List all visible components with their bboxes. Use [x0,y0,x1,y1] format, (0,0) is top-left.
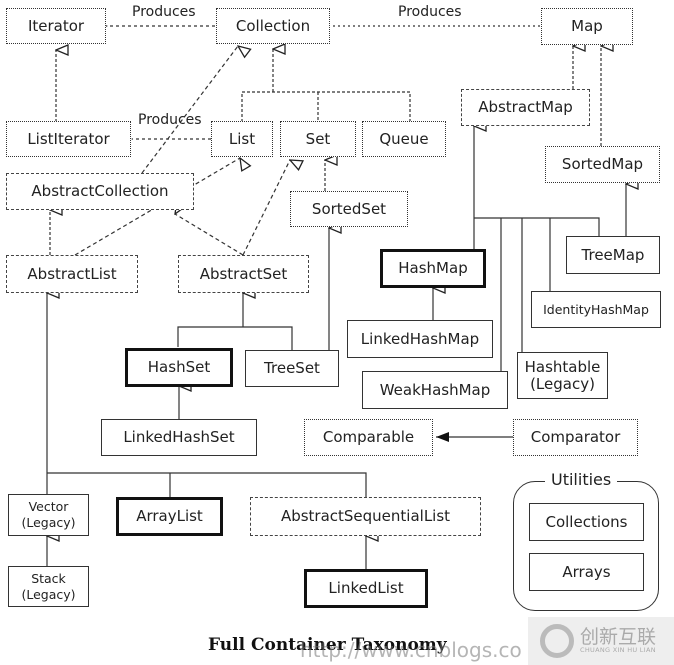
node-label: HashMap [398,259,468,277]
node-label: Queue [379,129,429,148]
node-hash-set[interactable]: HashSet [125,348,233,387]
node-label: AbstractMap [478,98,573,116]
brand-logo-icon [540,624,574,658]
node-label: LinkedHashMap [360,329,480,348]
node-label: WeakHashMap [379,380,491,399]
node-label: AbstractSequentialList [280,507,451,525]
node-label: Collections [545,512,628,531]
node-label: ArrayList [136,507,203,525]
node-iterator[interactable]: Iterator [6,8,106,44]
node-label: Collection [235,16,311,35]
edge-abstractlist-list [74,158,240,256]
node-identity-hash-map[interactable]: IdentityHashMap [531,291,661,328]
node-stack[interactable]: Stack(Legacy) [8,566,89,607]
node-label: AbstractCollection [31,182,169,200]
edge-collection-children-bracket [241,91,411,122]
node-vector[interactable]: Vector(Legacy) [8,494,89,536]
node-list[interactable]: List [211,121,273,157]
node-hash-map[interactable]: HashMap [380,249,486,288]
node-tree-map[interactable]: TreeMap [566,236,660,274]
node-comparable[interactable]: Comparable [304,419,433,456]
node-linked-hash-set[interactable]: LinkedHashSet [101,419,257,456]
edge-abstractlist-children-hbar [47,472,367,497]
node-label: LinkedHashSet [123,428,235,446]
node-hashtable[interactable]: Hashtable(Legacy) [517,352,608,399]
node-label: Arrays [562,562,611,581]
edge-abstractset-children-bracket [177,326,293,350]
node-label: SortedMap [561,155,644,173]
edge-abstractset-abstractcollection [175,214,244,256]
node-label: TreeSet [264,359,320,377]
node-label: ListIterator [27,129,110,148]
node-label: Iterator [27,16,85,35]
node-label: HashSet [147,358,211,376]
edge-abstractmap-children-bracket [474,217,600,236]
node-abstract-collection[interactable]: AbstractCollection [6,173,194,210]
node-label: SortedSet [311,199,387,218]
node-label: List [228,129,256,148]
node-sublabel: (Legacy) [21,586,76,602]
node-label: LinkedList [328,579,404,597]
watermark-brand-en: CHUANG XIN HU LIAN [580,646,656,654]
node-label: Stack [31,570,66,586]
node-label: TreeMap [581,245,645,264]
edge-label-produces: Produces [132,4,196,20]
node-linked-hash-map[interactable]: LinkedHashMap [347,320,493,358]
watermark-brand-cn: 创新互联 [580,626,657,648]
utilities-title: Utilities [545,470,618,489]
diagram-caption: Full Container Taxonomy [208,635,447,655]
node-abstract-set[interactable]: AbstractSet [178,255,309,293]
edge-abstractset-set [242,160,290,256]
node-abstract-map[interactable]: AbstractMap [461,89,590,126]
node-set[interactable]: Set [280,121,356,157]
node-sorted-set[interactable]: SortedSet [290,191,408,227]
node-label: Map [571,17,603,35]
node-label: Set [305,129,331,148]
node-array-list[interactable]: ArrayList [116,497,223,536]
node-list-iterator[interactable]: ListIterator [6,121,131,157]
node-label: Hashtable [524,357,601,376]
node-collection[interactable]: Collection [216,8,330,44]
edge-label-produces: Produces [398,4,462,20]
node-sublabel: (Legacy) [21,515,76,530]
node-label: IdentityHashMap [543,301,649,317]
node-label: Comparator [530,428,621,446]
node-queue[interactable]: Queue [362,121,446,157]
node-sorted-map[interactable]: SortedMap [545,146,660,183]
edge-abstractcollection-collection [141,46,238,174]
edge-label-produces: Produces [138,112,202,128]
node-weak-hash-map[interactable]: WeakHashMap [362,371,508,409]
node-sublabel: (Legacy) [530,374,595,393]
node-comparator[interactable]: Comparator [513,419,638,456]
node-label: AbstractSet [199,264,288,283]
node-linked-list[interactable]: LinkedList [304,569,428,608]
node-abstract-list[interactable]: AbstractList [6,255,138,293]
node-label: Comparable [322,428,415,446]
watermark-url: http://www.cnblogs.co [300,638,522,662]
node-arrays[interactable]: Arrays [529,553,644,591]
node-map[interactable]: Map [541,8,633,45]
node-abstract-sequential-list[interactable]: AbstractSequentialList [250,497,481,536]
node-label: Vector [28,499,69,514]
node-collections[interactable]: Collections [529,503,644,541]
node-tree-set[interactable]: TreeSet [245,350,339,387]
node-label: AbstractList [27,264,117,283]
utilities-group [513,481,659,611]
